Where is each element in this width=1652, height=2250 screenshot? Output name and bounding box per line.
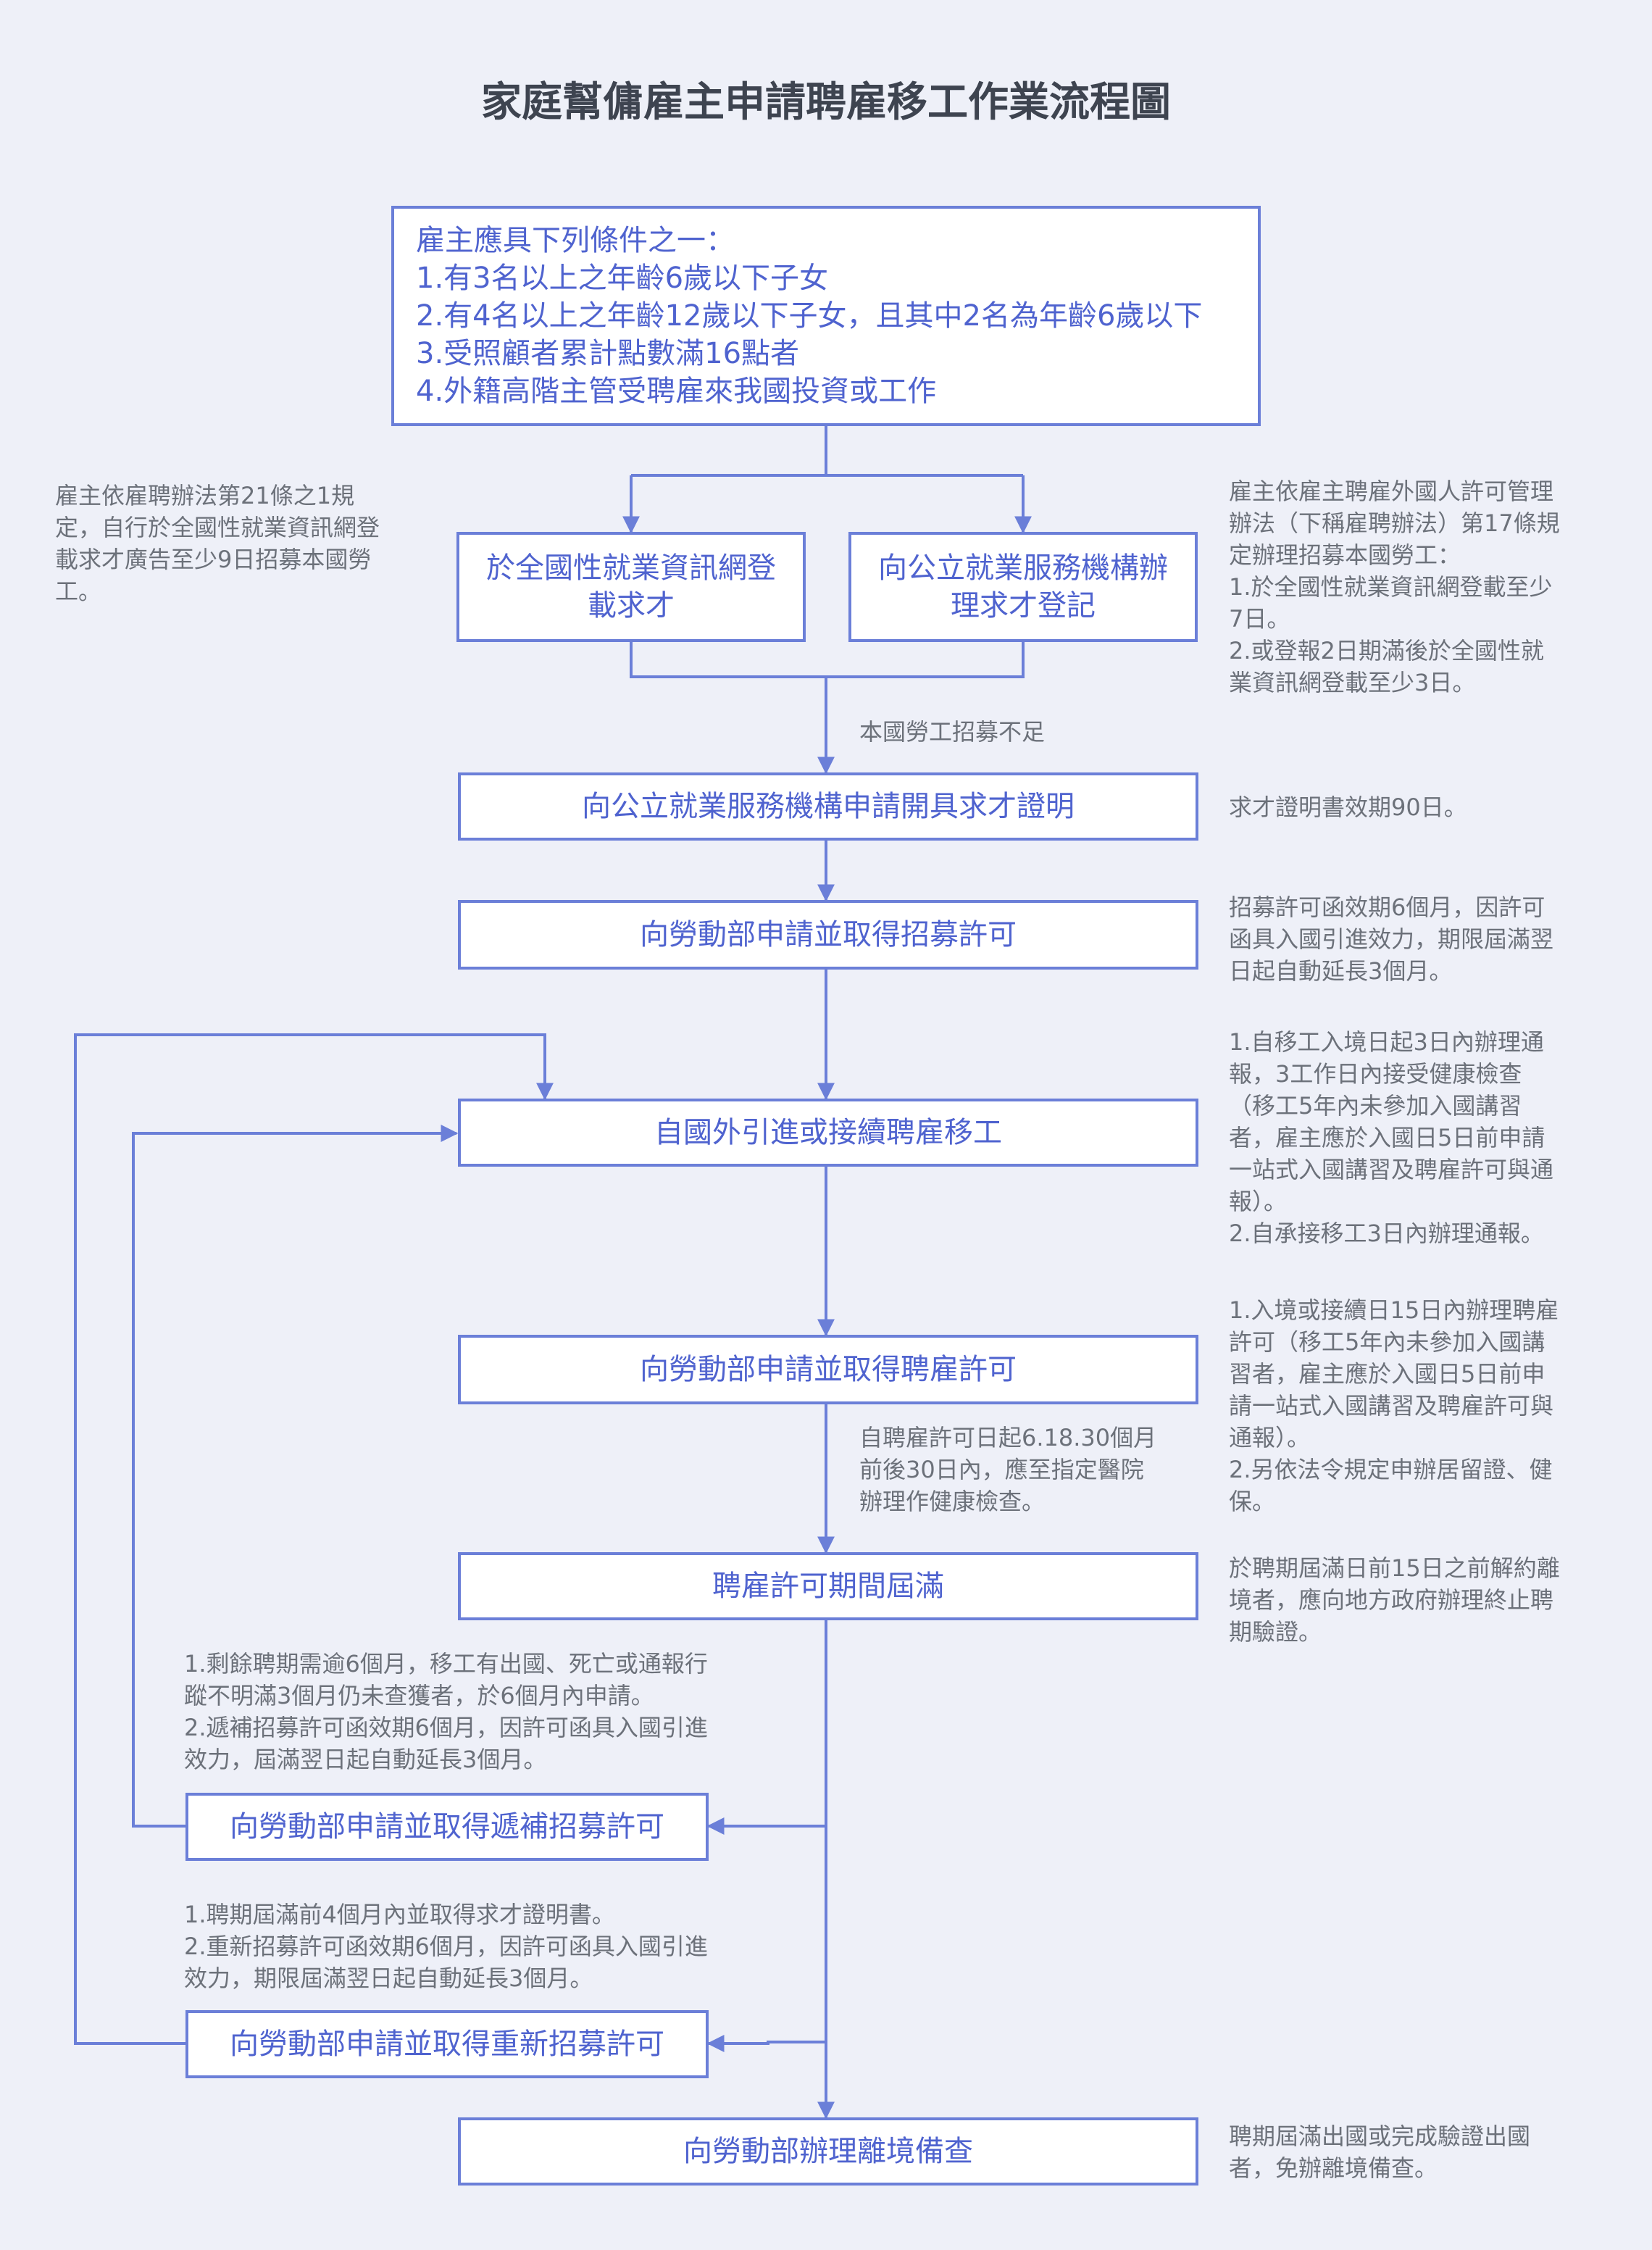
text-line: 2.另依法令規定申辦居留證、健 [1229,1456,1553,1483]
text-line: 向勞動部申請並取得重新招募許可 [230,2028,664,2061]
text-line: 2.重新招募許可函效期6個月，因許可函具入國引進 [184,1933,708,1960]
text-line: 日起自動延長3個月。 [1229,957,1453,985]
text-line: 於聘期屆滿日前15日之前解約離 [1229,1554,1560,1582]
note-introduce: 1.自移工入境日起3日內辦理通報，3工作日內接受健康檢查 （移工5年內未參加入國講… [1229,1026,1635,1249]
loop-new-recruitment-to-introduce [74,1033,554,2045]
text-line: 向勞動部申請並取得遞補招募許可 [230,1810,664,1843]
text-line: 蹤不明滿3個月仍未查獲者，於6個月內申請。 [184,1682,654,1709]
conditions-box: 雇主應具下列條件之一： 1.有3名以上之年齡6歲以下子女 2.有4名以上之年齡12歲… [391,206,1261,426]
text-line: 2.或登報2日期滿後於全國性就 [1229,637,1544,664]
text-line: 理求才登記 [951,589,1096,622]
text-line: 1.剩餘聘期需逾6個月，移工有出國、死亡或通報行 [184,1650,708,1678]
introduce-worker-box: 自國外引進或接續聘雇移工 [458,1099,1198,1167]
certificate-box: 向公立就業服務機構申請開具求才證明 [458,772,1198,841]
departure-record-box: 向勞動部辦理離境備查 [458,2117,1198,2186]
text-line: 定辦理招募本國勞工： [1229,541,1461,569]
arrow-to-new-recruitment [706,2035,826,2052]
text-line: 向勞動部申請並取得聘雇許可 [640,1353,1017,1386]
text-line: 2.自承接移工3日內辦理通報。 [1229,1220,1544,1247]
text-line: 1.有3名以上之年齡6歲以下子女 [416,262,829,295]
job-bank-box: 於全國性就業資訊網登載求才 [456,532,806,642]
text-line: 期驗證。 [1229,1618,1322,1646]
text-line: 1.入境或接續日15日內辦理聘雇 [1229,1296,1559,1324]
text-line: 1.於全國性就業資訊網登載至少 [1229,573,1553,601]
text-line: 向勞動部申請並取得招募許可 [640,918,1017,951]
text-line: 2.有4名以上之年齡12歲以下子女，且其中2名為年齡6歲以下 [416,299,1203,333]
text-line: 求才證明書效期90日。 [1229,793,1467,821]
new-recruitment-permit-box: 向勞動部申請並取得重新招募許可 [185,2010,709,2078]
text-line: 7日。 [1229,605,1290,633]
text-line: 辦法（下稱雇聘辦法）第17條規 [1229,509,1560,537]
text-line: 本國勞工招募不足 [859,718,1046,746]
note-insufficient: 本國勞工招募不足 [859,716,1164,748]
replacement-permit-box: 向勞動部申請並取得遞補招募許可 [185,1793,709,1861]
loop-replacement-to-introduce [132,1125,459,1828]
text-line: 招募許可函效期6個月，因許可 [1229,893,1545,921]
text-line: 者，雇主應於入國日5日前申請 [1229,1124,1545,1151]
note-right-article: 雇主依雇主聘雇外國人許可管理辦法（下稱雇聘辦法）第17條規定辦理招募本國勞工： 1… [1229,475,1635,699]
text-line: 請一站式入國講習及聘雇許可與 [1229,1392,1554,1420]
text-line: 一站式入國講習及聘雇許可與通 [1229,1156,1554,1183]
text-line: 於全國性就業資訊網登 [486,551,776,585]
note-new-recruitment: 1.聘期屆滿前4個月內並取得求才證明書。 2.重新招募許可函效期6個月，因許可函具… [184,1899,807,1994]
text-line: 習者，雇主應於入國日5日前申 [1229,1360,1545,1388]
employment-permit-box: 向勞動部申請並取得聘雇許可 [458,1335,1198,1404]
public-register-box: 向公立就業服務機構辦理求才登記 [848,532,1198,642]
text-line: 2.遞補招募許可函效期6個月，因許可函具入國引進 [184,1714,708,1741]
text-line: 報，3工作日內接受健康檢查 [1229,1060,1522,1088]
text-line: 效力，屆滿翌日起自動延長3個月。 [184,1746,547,1773]
text-line: 報）。 [1229,1188,1288,1215]
text-line: 業資訊網登載至少3日。 [1229,669,1476,696]
text-line: 工。 [55,578,102,605]
connector-split [631,426,1023,477]
text-line: 雇主依雇主聘雇外國人許可管理 [1229,478,1554,505]
text-line: 聘雇許可期間屆滿 [712,1570,944,1603]
text-line: 許可（移工5年內未參加入國講 [1229,1328,1545,1356]
text-line: 4.外籍高階主管受聘雇來我國投資或工作 [416,375,937,408]
text-line: （移工5年內未參加入國講習 [1229,1092,1522,1120]
note-recruitment-validity: 招募許可函效期6個月，因許可函具入國引進效力，期限屆滿翌日起自動延長3個月。 [1229,891,1635,987]
text-line: 定，自行於全國性就業資訊網登 [55,514,380,541]
page-title: 家庭幫傭雇主申請聘雇移工作業流程圖 [481,79,1171,126]
text-line: 向勞動部辦理離境備查 [683,2135,973,2168]
text-line: 3.受照顧者累計點數滿16點者 [416,337,800,370]
text-line: 1.聘期屆滿前4個月內並取得求才證明書。 [184,1901,615,1928]
note-left-article: 雇主依雇聘辦法第21條之1規定，自行於全國性就業資訊網登載求才廣告至少9日招募本… [55,480,432,607]
text-line: 辦理作健康檢查。 [859,1488,1046,1515]
note-expiry: 於聘期屆滿日前15日之前解約離境者，應向地方政府辦理終止聘期驗證。 [1229,1552,1635,1648]
text-line: 自聘雇許可日起6.18.30個月 [859,1424,1157,1451]
note-health-check: 自聘雇許可日起6.18.30個月前後30日內，應至指定醫院辦理作健康檢查。 [859,1422,1193,1517]
permit-expiry-box: 聘雇許可期間屆滿 [458,1552,1198,1620]
text-line: 載求才廣告至少9日招募本國勞 [55,546,372,573]
text-line: 雇主依雇聘辦法第21條之1規 [55,482,355,509]
text-line: 函具入國引進效力，期限屆滿翌 [1229,925,1554,953]
text-line: 自國外引進或接續聘雇移工 [654,1116,1002,1149]
note-replacement: 1.剩餘聘期需逾6個月，移工有出國、死亡或通報行蹤不明滿3個月仍未查獲者，於6個… [184,1648,807,1775]
note-certificate-validity: 求才證明書效期90日。 [1229,791,1635,823]
text-line: 向公立就業服務機構辦 [878,551,1168,585]
text-line: 保。 [1229,1488,1276,1515]
note-employment: 1.入境或接續日15日內辦理聘雇許可（移工5年內未參加入國講習者，雇主應於入國日… [1229,1294,1635,1517]
text-line: 者，免辦離境備查。 [1229,2154,1438,2182]
text-line: 聘期屆滿出國或完成驗證出國 [1229,2122,1531,2150]
text-line: 效力，期限屆滿翌日起自動延長3個月。 [184,1964,593,1992]
text-line: 載求才 [588,589,675,622]
connector-merge [630,642,1025,678]
text-line: 1.自移工入境日起3日內辦理通 [1229,1028,1544,1056]
text-line: 雇主應具下列條件之一： [416,224,735,257]
text-line: 前後30日內，應至指定醫院 [859,1456,1144,1483]
recruitment-permit-box: 向勞動部申請並取得招募許可 [458,900,1198,970]
text-line: 向公立就業服務機構申請開具求才證明 [582,790,1075,823]
note-departure: 聘期屆滿出國或完成驗證出國者，免辦離境備查。 [1229,2120,1635,2184]
text-line: 境者，應向地方政府辦理終止聘 [1229,1586,1554,1614]
text-line: 通報）。 [1229,1424,1311,1451]
